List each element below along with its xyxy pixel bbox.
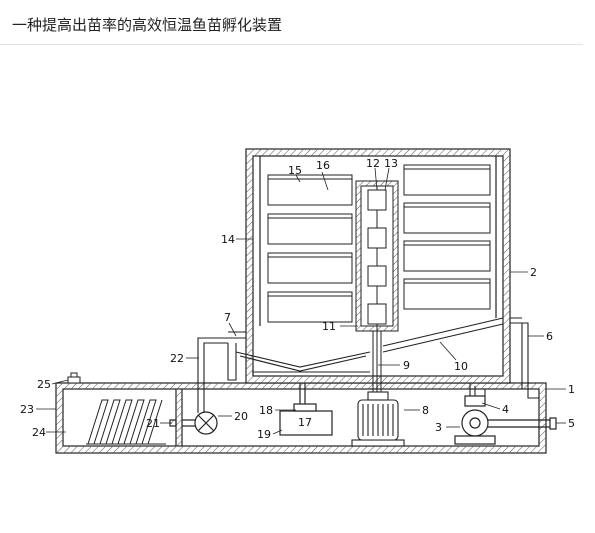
callout-labels: 1 2 3 4 5 6 7 8 9 10 11 12 13 14 15 16 1… xyxy=(20,157,575,441)
leader-lines xyxy=(36,167,566,435)
label-2: 2 xyxy=(530,266,537,279)
left-trays xyxy=(267,174,353,323)
label-3: 3 xyxy=(435,421,442,434)
motor-8 xyxy=(351,391,405,447)
label-22: 22 xyxy=(170,352,184,365)
page-title: 一种提高出苗率的高效恒温鱼苗孵化装置 xyxy=(12,16,283,34)
label-14: 14 xyxy=(221,233,235,246)
diagram-area: 1 2 3 4 5 6 7 8 9 10 11 12 13 14 15 16 1… xyxy=(0,44,595,529)
label-11: 11 xyxy=(322,320,336,333)
heating-coil xyxy=(86,399,166,445)
center-column xyxy=(355,180,399,392)
label-16: 16 xyxy=(316,159,330,172)
label-12: 12 xyxy=(366,157,380,170)
funnel-and-plate xyxy=(235,317,504,376)
label-19: 19 xyxy=(257,428,271,441)
label-1: 1 xyxy=(568,383,575,396)
pump-20 xyxy=(169,411,218,435)
hatchery-device-diagram: 1 2 3 4 5 6 7 8 9 10 11 12 13 14 15 16 1… xyxy=(20,148,575,454)
valve-25 xyxy=(67,372,81,384)
label-17: 17 xyxy=(298,416,312,429)
label-4: 4 xyxy=(502,403,509,416)
label-7: 7 xyxy=(224,311,231,324)
label-20: 20 xyxy=(234,410,248,423)
label-10: 10 xyxy=(454,360,468,373)
header: 一种提高出苗率的高效恒温鱼苗孵化装置 xyxy=(0,0,583,45)
label-13: 13 xyxy=(384,157,398,170)
label-15: 15 xyxy=(288,164,302,177)
label-9: 9 xyxy=(403,359,410,372)
label-18: 18 xyxy=(259,404,273,417)
label-21: 21 xyxy=(146,417,160,430)
label-23: 23 xyxy=(20,403,34,416)
pump-3 xyxy=(454,395,557,445)
label-5: 5 xyxy=(568,417,575,430)
label-6: 6 xyxy=(546,330,553,343)
right-trays xyxy=(403,164,491,310)
label-8: 8 xyxy=(422,404,429,417)
motor-17 xyxy=(279,367,333,436)
label-25: 25 xyxy=(37,378,51,391)
label-24: 24 xyxy=(32,426,46,439)
